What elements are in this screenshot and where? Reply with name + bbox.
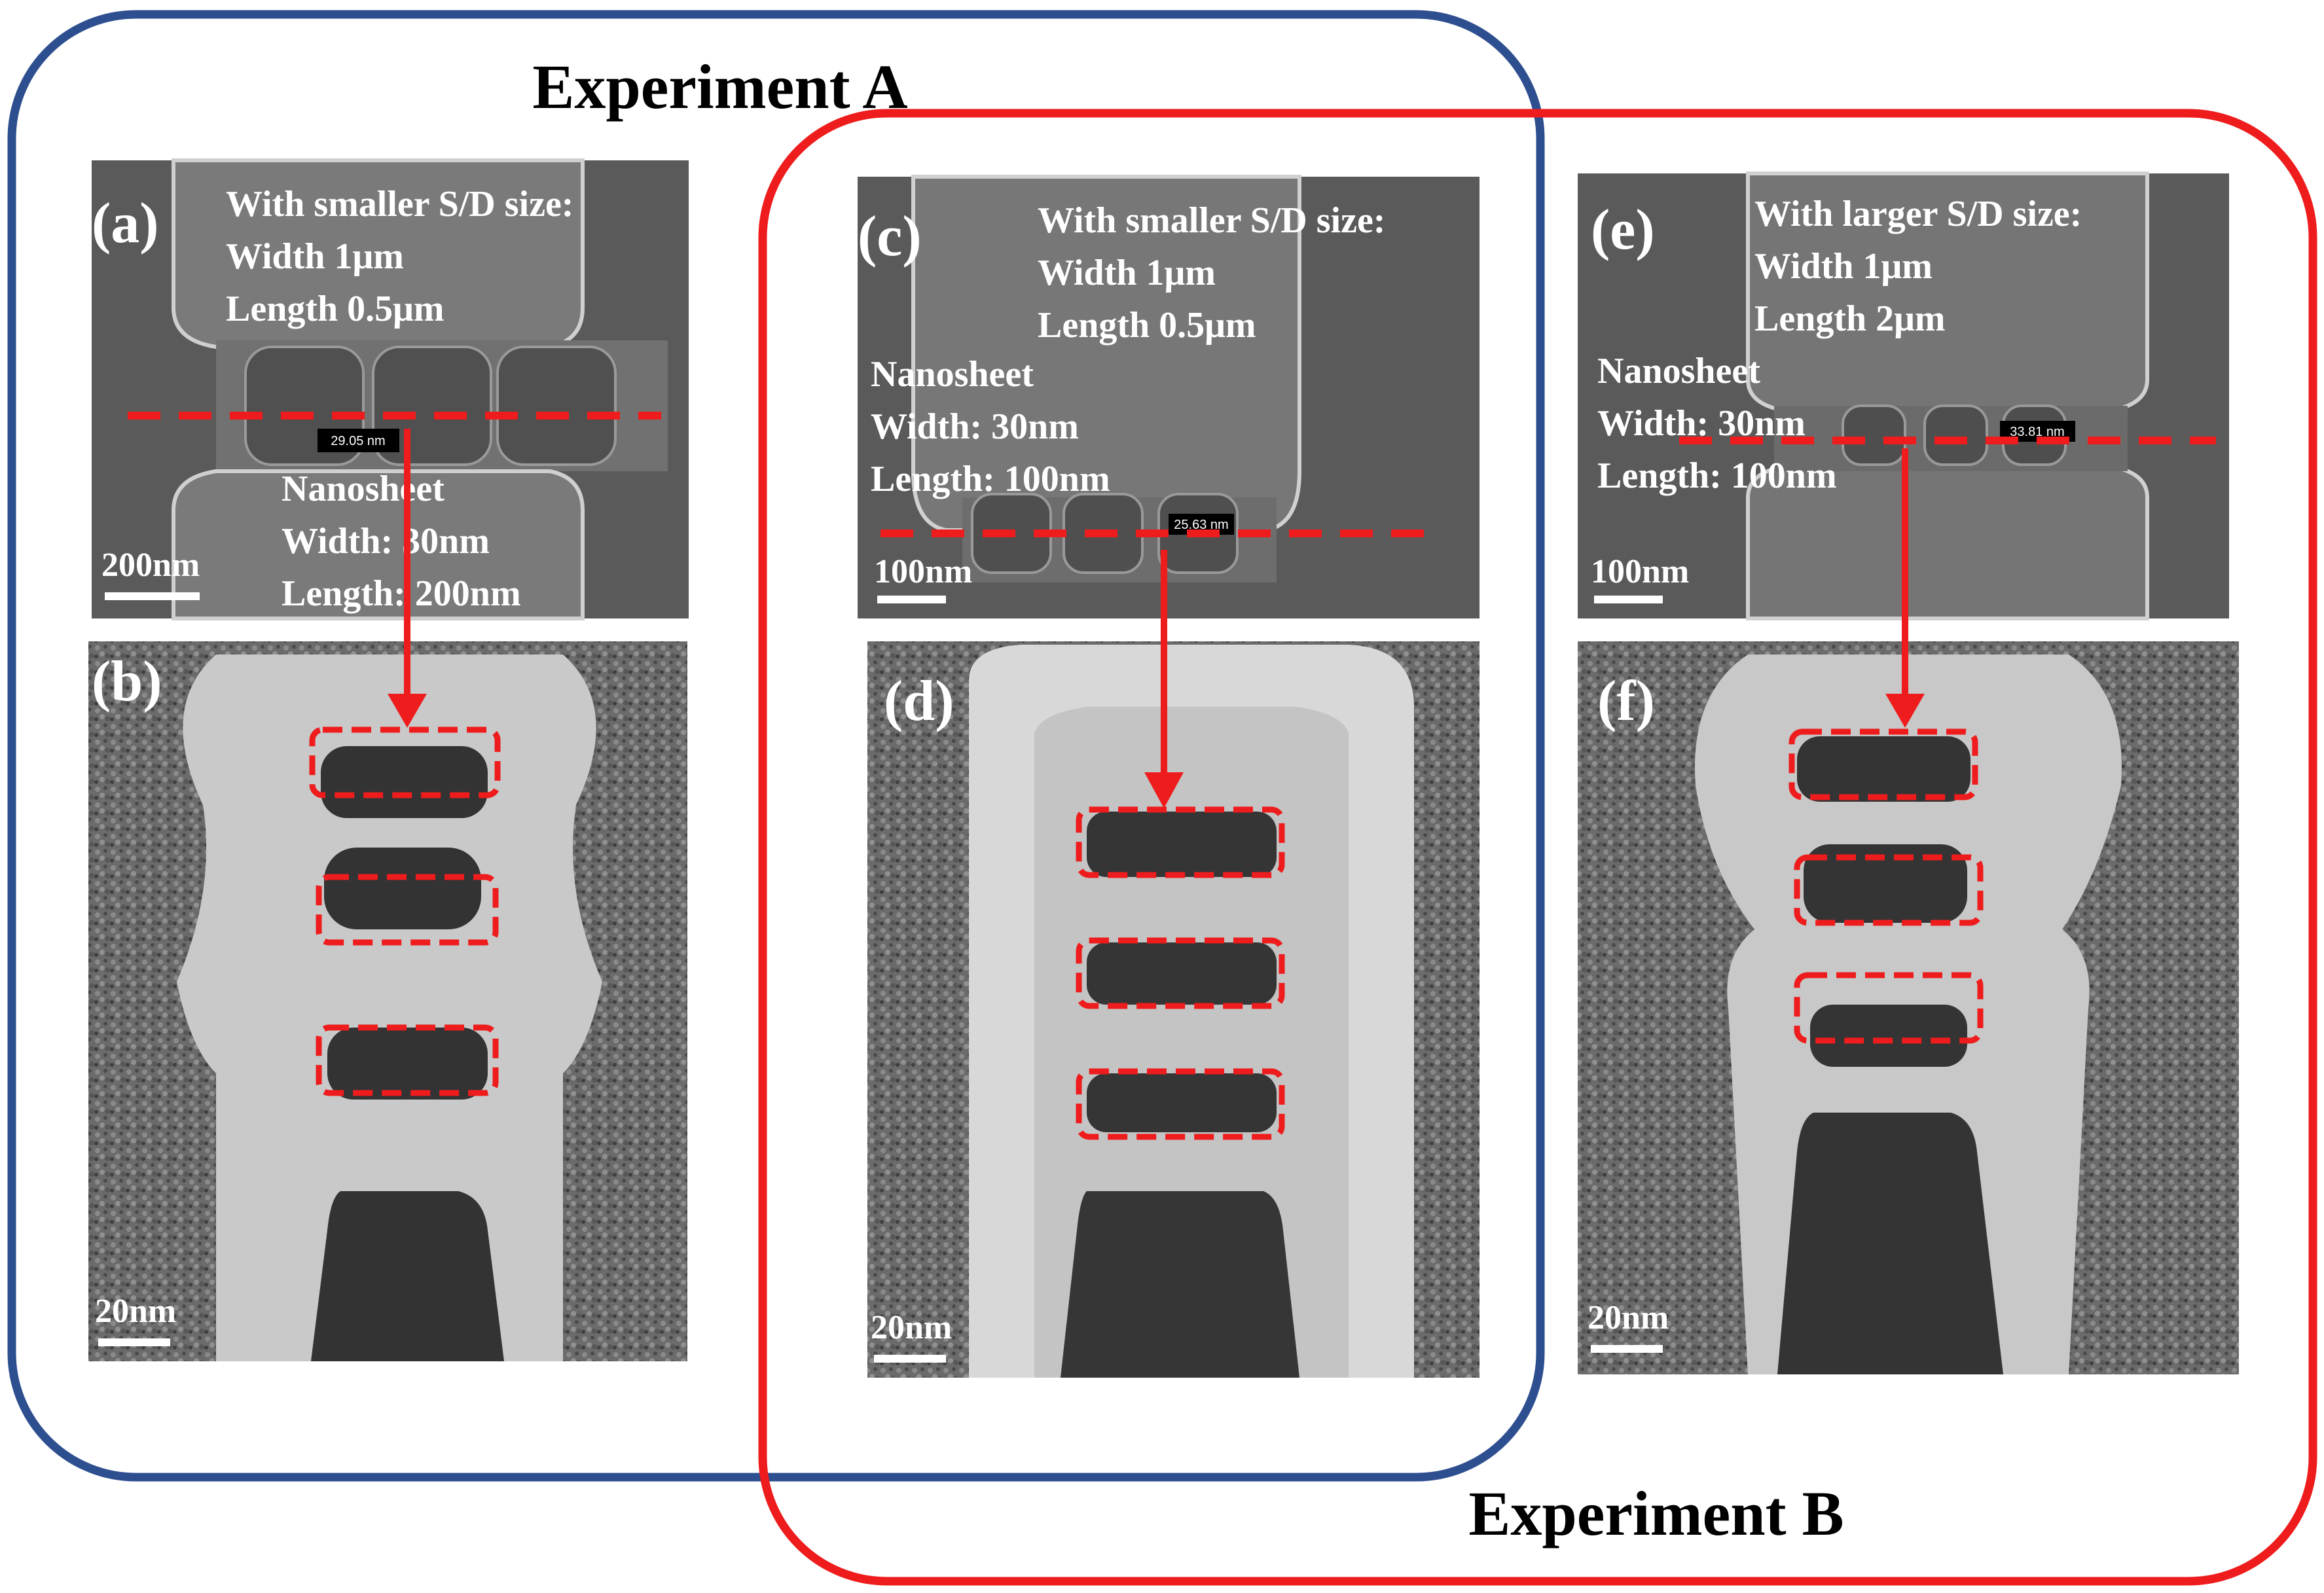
panel-f: (f) 20nm	[1578, 641, 2239, 1374]
nanosheet-title: Nanosheet	[871, 354, 1034, 395]
measurement-label: 25.63 nm	[1174, 518, 1228, 532]
nanosheet-width: Width: 30nm	[281, 521, 490, 562]
scale-bar	[105, 592, 200, 600]
measurement-label: 29.05 nm	[331, 434, 385, 448]
panel-b: (b) 20nm	[88, 641, 687, 1361]
sd-length-line: Length 2μm	[1754, 298, 1946, 339]
panel-d: (d) 20nm	[867, 641, 1480, 1378]
panel-label: (b)	[92, 650, 162, 713]
sd-size-line: With smaller S/D size:	[226, 184, 573, 224]
panel-label: (f)	[1597, 670, 1655, 733]
scale-bar	[877, 596, 946, 603]
sd-length-line: Length 0.5μm	[226, 289, 445, 329]
scale-bar-label: 20nm	[1588, 1299, 1669, 1336]
sd-width-line: Width 1μm	[1754, 246, 1933, 287]
sd-width-line: Width 1μm	[1038, 253, 1216, 293]
arrowhead	[1144, 772, 1184, 808]
panel-label: (c)	[858, 205, 922, 268]
arrowhead	[388, 694, 427, 728]
scale-bar	[1594, 596, 1663, 603]
sd-size-line: With smaller S/D size:	[1038, 200, 1385, 241]
scale-bar-label: 100nm	[1591, 553, 1689, 590]
measurement-label: 33.81 nm	[2010, 425, 2064, 439]
nanosheet-length: Length: 100nm	[1597, 456, 1837, 496]
nanosheet-length: Length: 100nm	[871, 459, 1110, 499]
arrows	[388, 429, 1925, 808]
sd-length-line: Length 0.5μm	[1038, 305, 1256, 346]
panel-label: (e)	[1591, 198, 1655, 262]
panel-label: (a)	[92, 192, 159, 255]
sd-width-line: Width 1μm	[226, 236, 404, 277]
nanosheet-width: Width: 30nm	[871, 406, 1079, 447]
scale-bar-label: 20nm	[95, 1293, 176, 1330]
sd-size-line: With larger S/D size:	[1754, 194, 2082, 234]
scale-bar-label: 100nm	[874, 553, 972, 590]
nanosheet-width: Width: 30nm	[1597, 403, 1806, 444]
experiment-b-title: Experiment B	[1468, 1478, 1843, 1548]
experiment-a-frame	[7, 10, 1545, 1482]
scale-bar-label: 20nm	[871, 1309, 952, 1346]
experiment-a-title: Experiment A	[532, 52, 907, 122]
scale-bar-label: 200nm	[101, 546, 200, 584]
panel-c: 25.63 nm (c) With smaller S/D size: Widt…	[858, 175, 1480, 618]
panel-a: 29.05 nm (a) With smaller S/D size: Widt…	[92, 158, 689, 620]
nanosheet-title: Nanosheet	[281, 469, 445, 509]
nanosheet-length: Length: 200nm	[281, 573, 521, 614]
scale-bar	[1591, 1345, 1663, 1353]
nanosheet-title: Nanosheet	[1597, 351, 1760, 391]
experiment-b-frame	[758, 109, 2317, 1586]
scale-bar	[98, 1338, 170, 1346]
panel-label: (d)	[884, 670, 954, 733]
scale-bar	[874, 1355, 946, 1363]
arrowhead	[1885, 694, 1925, 728]
